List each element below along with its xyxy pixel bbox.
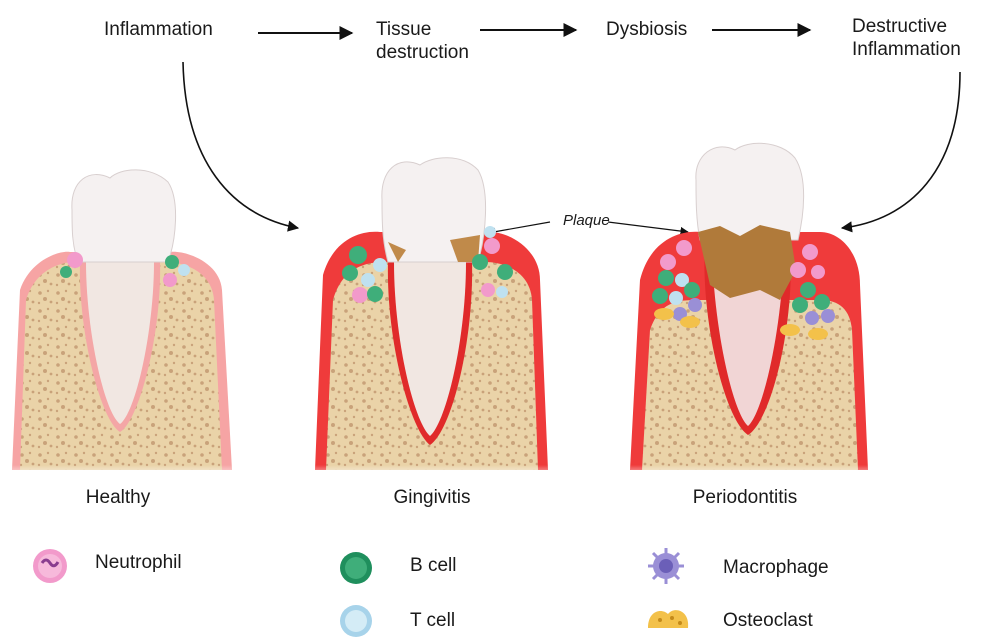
neutrophil-icon [33,549,67,583]
flow-step-inflammation: Inflammation [104,18,213,41]
legend-neutrophil: Neutrophil [95,552,182,574]
flow-step-tissue-destruction-line2: destruction [376,41,469,64]
flow-step-destructive-line1: Destructive [852,15,947,38]
panel-label-healthy: Healthy [18,487,218,509]
t-cell-icon [340,605,372,637]
plaque-annotation: Plaque [563,212,610,229]
periodontitis-illustration [620,143,880,480]
panel-label-gingivitis: Gingivitis [332,487,532,509]
legend-macrophage: Macrophage [723,557,829,579]
flow-arrows [183,30,960,233]
osteoclast-icon [648,610,688,628]
flow-step-destructive-line2: Inflammation [852,38,961,61]
gingivitis-illustration [305,158,560,480]
legend-t-cell: T cell [410,610,455,632]
macrophage-icon [648,548,684,584]
healthy-illustration [0,170,250,480]
legend-osteoclast: Osteoclast [723,610,813,632]
b-cell-icon [340,552,372,584]
flow-step-dysbiosis: Dysbiosis [606,18,687,41]
legend-b-cell: B cell [410,555,456,577]
flow-step-tissue-destruction-line1: Tissue [376,18,431,41]
panel-label-periodontitis: Periodontitis [645,487,845,509]
